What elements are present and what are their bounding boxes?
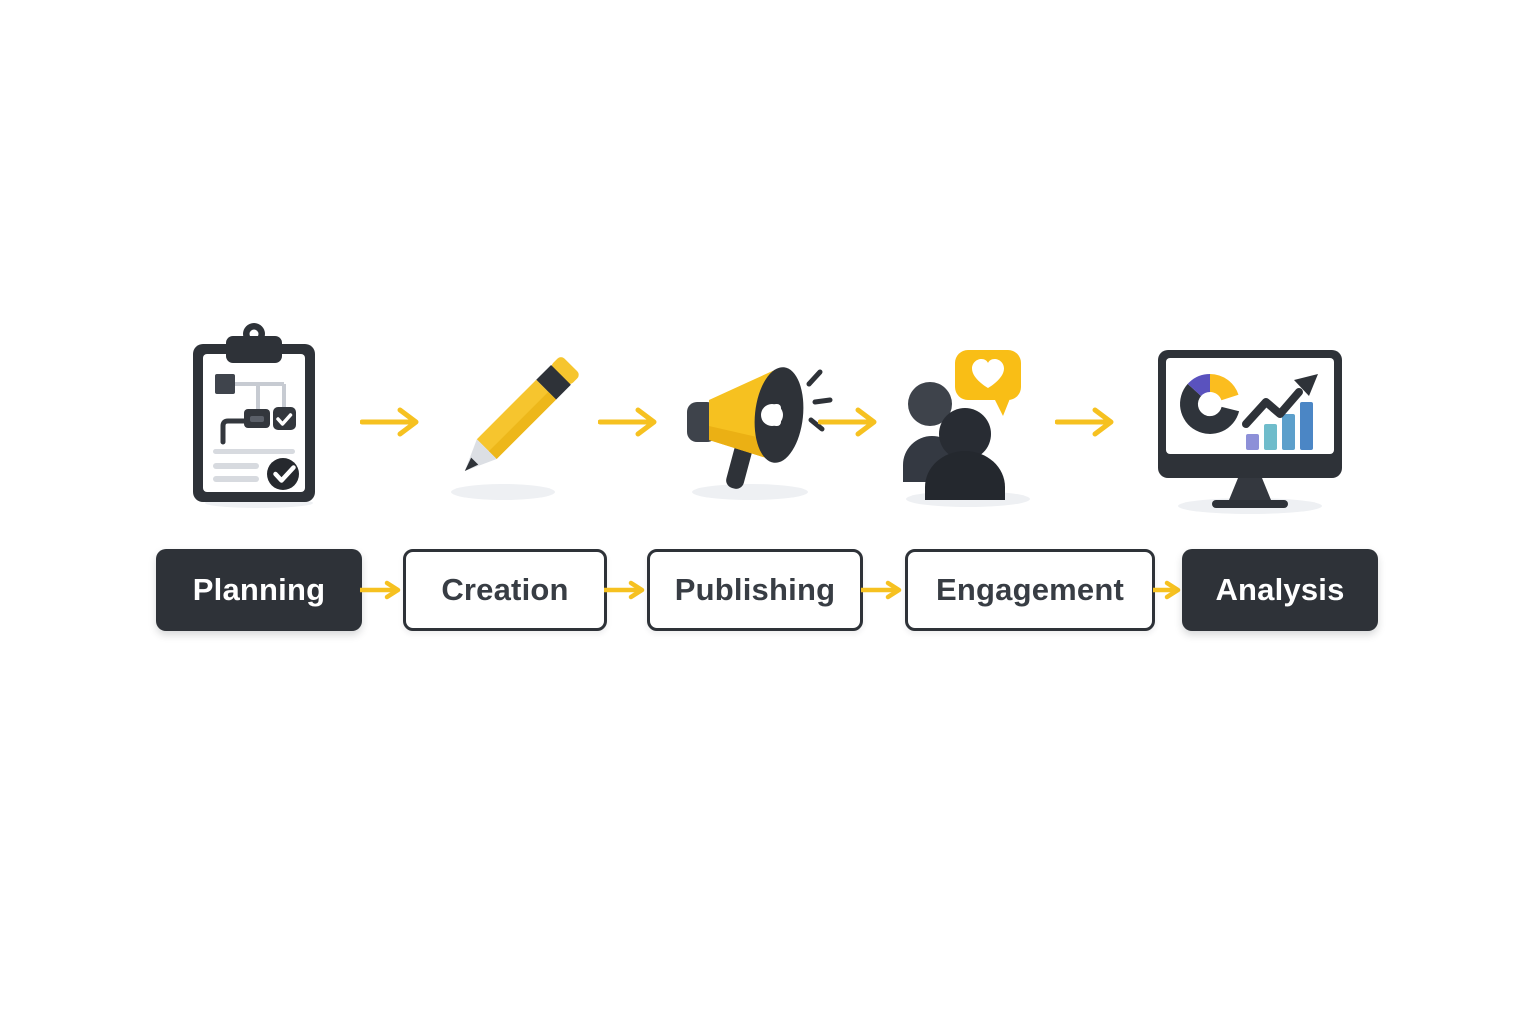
trend-chart-glyph [1242, 374, 1318, 450]
stage-box-creation: Creation [403, 549, 607, 631]
analytics-monitor-icon [1150, 348, 1350, 514]
stage-label: Creation [441, 572, 569, 607]
stage-box-publishing: Publishing [647, 549, 863, 631]
clipboard-plan-icon [187, 322, 321, 510]
flow-arrow-icon [861, 578, 905, 602]
flow-arrow-icon [598, 404, 662, 440]
donut-chart-glyph [1180, 374, 1240, 434]
pencil-icon [425, 352, 585, 504]
stage-label: Engagement [935, 572, 1125, 607]
stage-label: Analysis [1215, 572, 1345, 607]
flow-arrow-icon [1153, 578, 1183, 602]
stage-label: Publishing [674, 572, 836, 607]
stage-box-planning: Planning [156, 549, 362, 631]
audience-like-icon [893, 348, 1043, 508]
stage-box-analysis: Analysis [1182, 549, 1378, 631]
flow-arrow-icon [604, 578, 648, 602]
megaphone-icon [685, 358, 835, 503]
stage-label: Planning [192, 572, 326, 607]
stage-box-engagement: Engagement [905, 549, 1155, 631]
flow-arrow-icon [360, 578, 404, 602]
flow-arrow-icon [1055, 404, 1119, 440]
flow-arrow-icon [818, 404, 882, 440]
flow-arrow-icon [360, 404, 424, 440]
